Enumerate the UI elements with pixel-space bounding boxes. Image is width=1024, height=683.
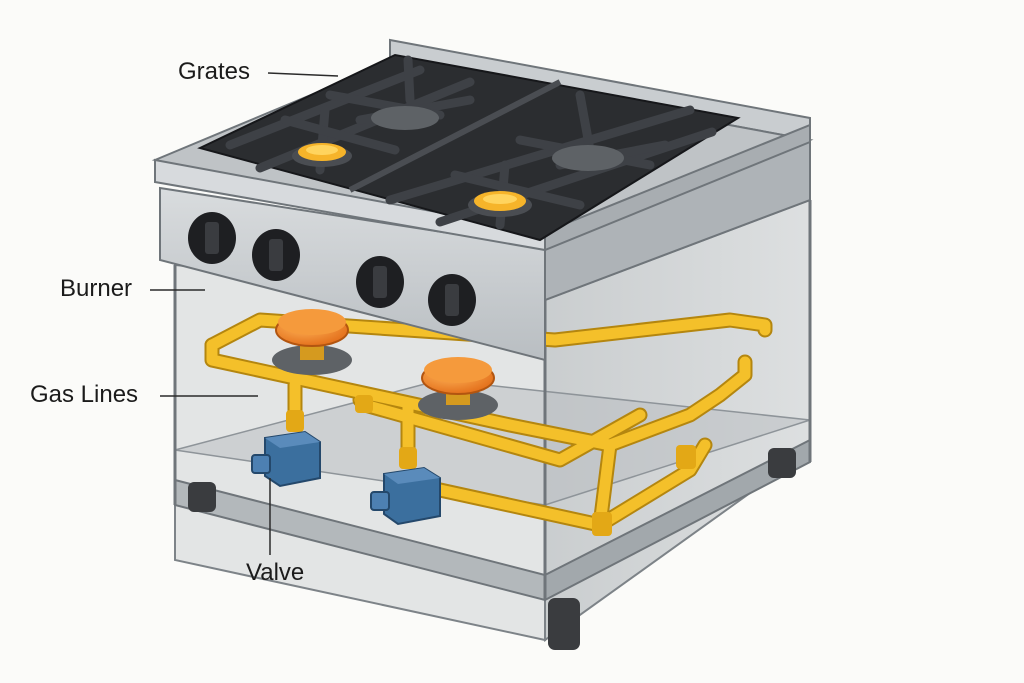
grates (197, 53, 741, 242)
gas-valve-icon (251, 430, 321, 488)
burner-right (418, 357, 498, 420)
control-knob-icon (188, 212, 236, 264)
grates-leader (267, 72, 339, 77)
gas-lines-label: Gas Lines (30, 381, 139, 408)
valve-label: Valve (246, 559, 305, 586)
gas-valve-icon (370, 466, 441, 526)
burner-left (272, 309, 352, 375)
control-knob-icon (356, 256, 404, 308)
gas-lines (204, 312, 773, 536)
callout-lines (150, 72, 339, 555)
burner-label: Burner (60, 275, 133, 302)
grates-label: Grates (178, 58, 251, 85)
feet (188, 448, 796, 650)
burner-flame-icon (468, 191, 532, 217)
burner-flame-icon (292, 143, 352, 167)
control-knob-icon (252, 229, 300, 281)
control-knob-icon (428, 274, 476, 326)
